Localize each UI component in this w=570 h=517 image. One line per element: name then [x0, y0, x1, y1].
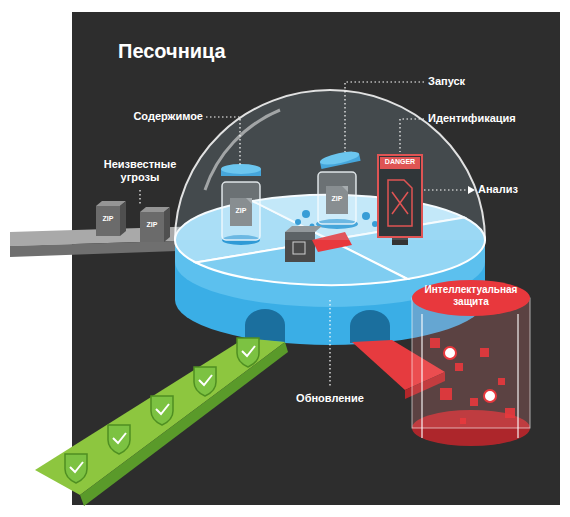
callout-label: Содержимое	[100, 110, 203, 123]
green-tunnel	[245, 309, 285, 342]
threat-cube	[455, 363, 463, 371]
threat-cube	[480, 348, 489, 357]
shield-icon	[108, 425, 130, 454]
threat-cube	[460, 418, 466, 424]
diagram-title: Песочница	[118, 40, 226, 62]
leader-line	[424, 189, 468, 190]
file-tag: ZIP	[96, 215, 120, 223]
threat-cube	[470, 398, 478, 406]
protection-cylinder: Интеллектуальная защита	[410, 278, 532, 450]
box-side	[164, 207, 170, 242]
callout-label: Идентификация	[428, 112, 543, 125]
callout-label: Анализ	[478, 183, 548, 196]
shield-icon	[65, 454, 87, 483]
warning-text: DANGER	[380, 158, 420, 166]
clean-conveyor	[35, 338, 288, 506]
glass-highlight	[421, 314, 423, 438]
leader-arrowhead	[468, 186, 475, 194]
box-side	[120, 201, 126, 236]
callout-label: Запуск	[428, 75, 508, 88]
red-tunnel	[350, 310, 390, 343]
glass-cylinder	[412, 298, 530, 428]
conveyor-top	[35, 338, 285, 495]
threat-cube	[505, 408, 515, 418]
file-tag: ZIP	[230, 207, 252, 215]
leader-line	[345, 82, 424, 152]
leader-line	[139, 190, 140, 204]
device-icon	[293, 242, 305, 254]
shield-icon	[237, 338, 259, 367]
file-tag: ZIP	[140, 221, 164, 229]
threat-cube	[430, 338, 440, 348]
shield-icon	[151, 396, 173, 425]
glass-highlight	[517, 314, 519, 438]
node-label: Интеллектуальная защита	[410, 278, 532, 308]
callout-label: Обновление	[285, 392, 375, 405]
shield-icon	[194, 367, 216, 396]
conveyor-side	[80, 342, 288, 506]
box-front	[96, 206, 120, 236]
skull-icon	[444, 347, 456, 359]
zip-box	[96, 201, 126, 236]
box-front	[140, 212, 164, 242]
callout-label: Неизвестные угрозы	[95, 158, 185, 183]
dome-highlight	[205, 110, 280, 190]
leader-line	[400, 119, 424, 152]
leader-line	[329, 300, 330, 388]
zip-box	[140, 207, 170, 242]
leader-line	[206, 117, 240, 166]
file-tag: ZIP	[326, 195, 348, 203]
skull-icon	[484, 390, 496, 402]
threat-cube	[440, 388, 452, 400]
threat-cube	[498, 378, 505, 385]
